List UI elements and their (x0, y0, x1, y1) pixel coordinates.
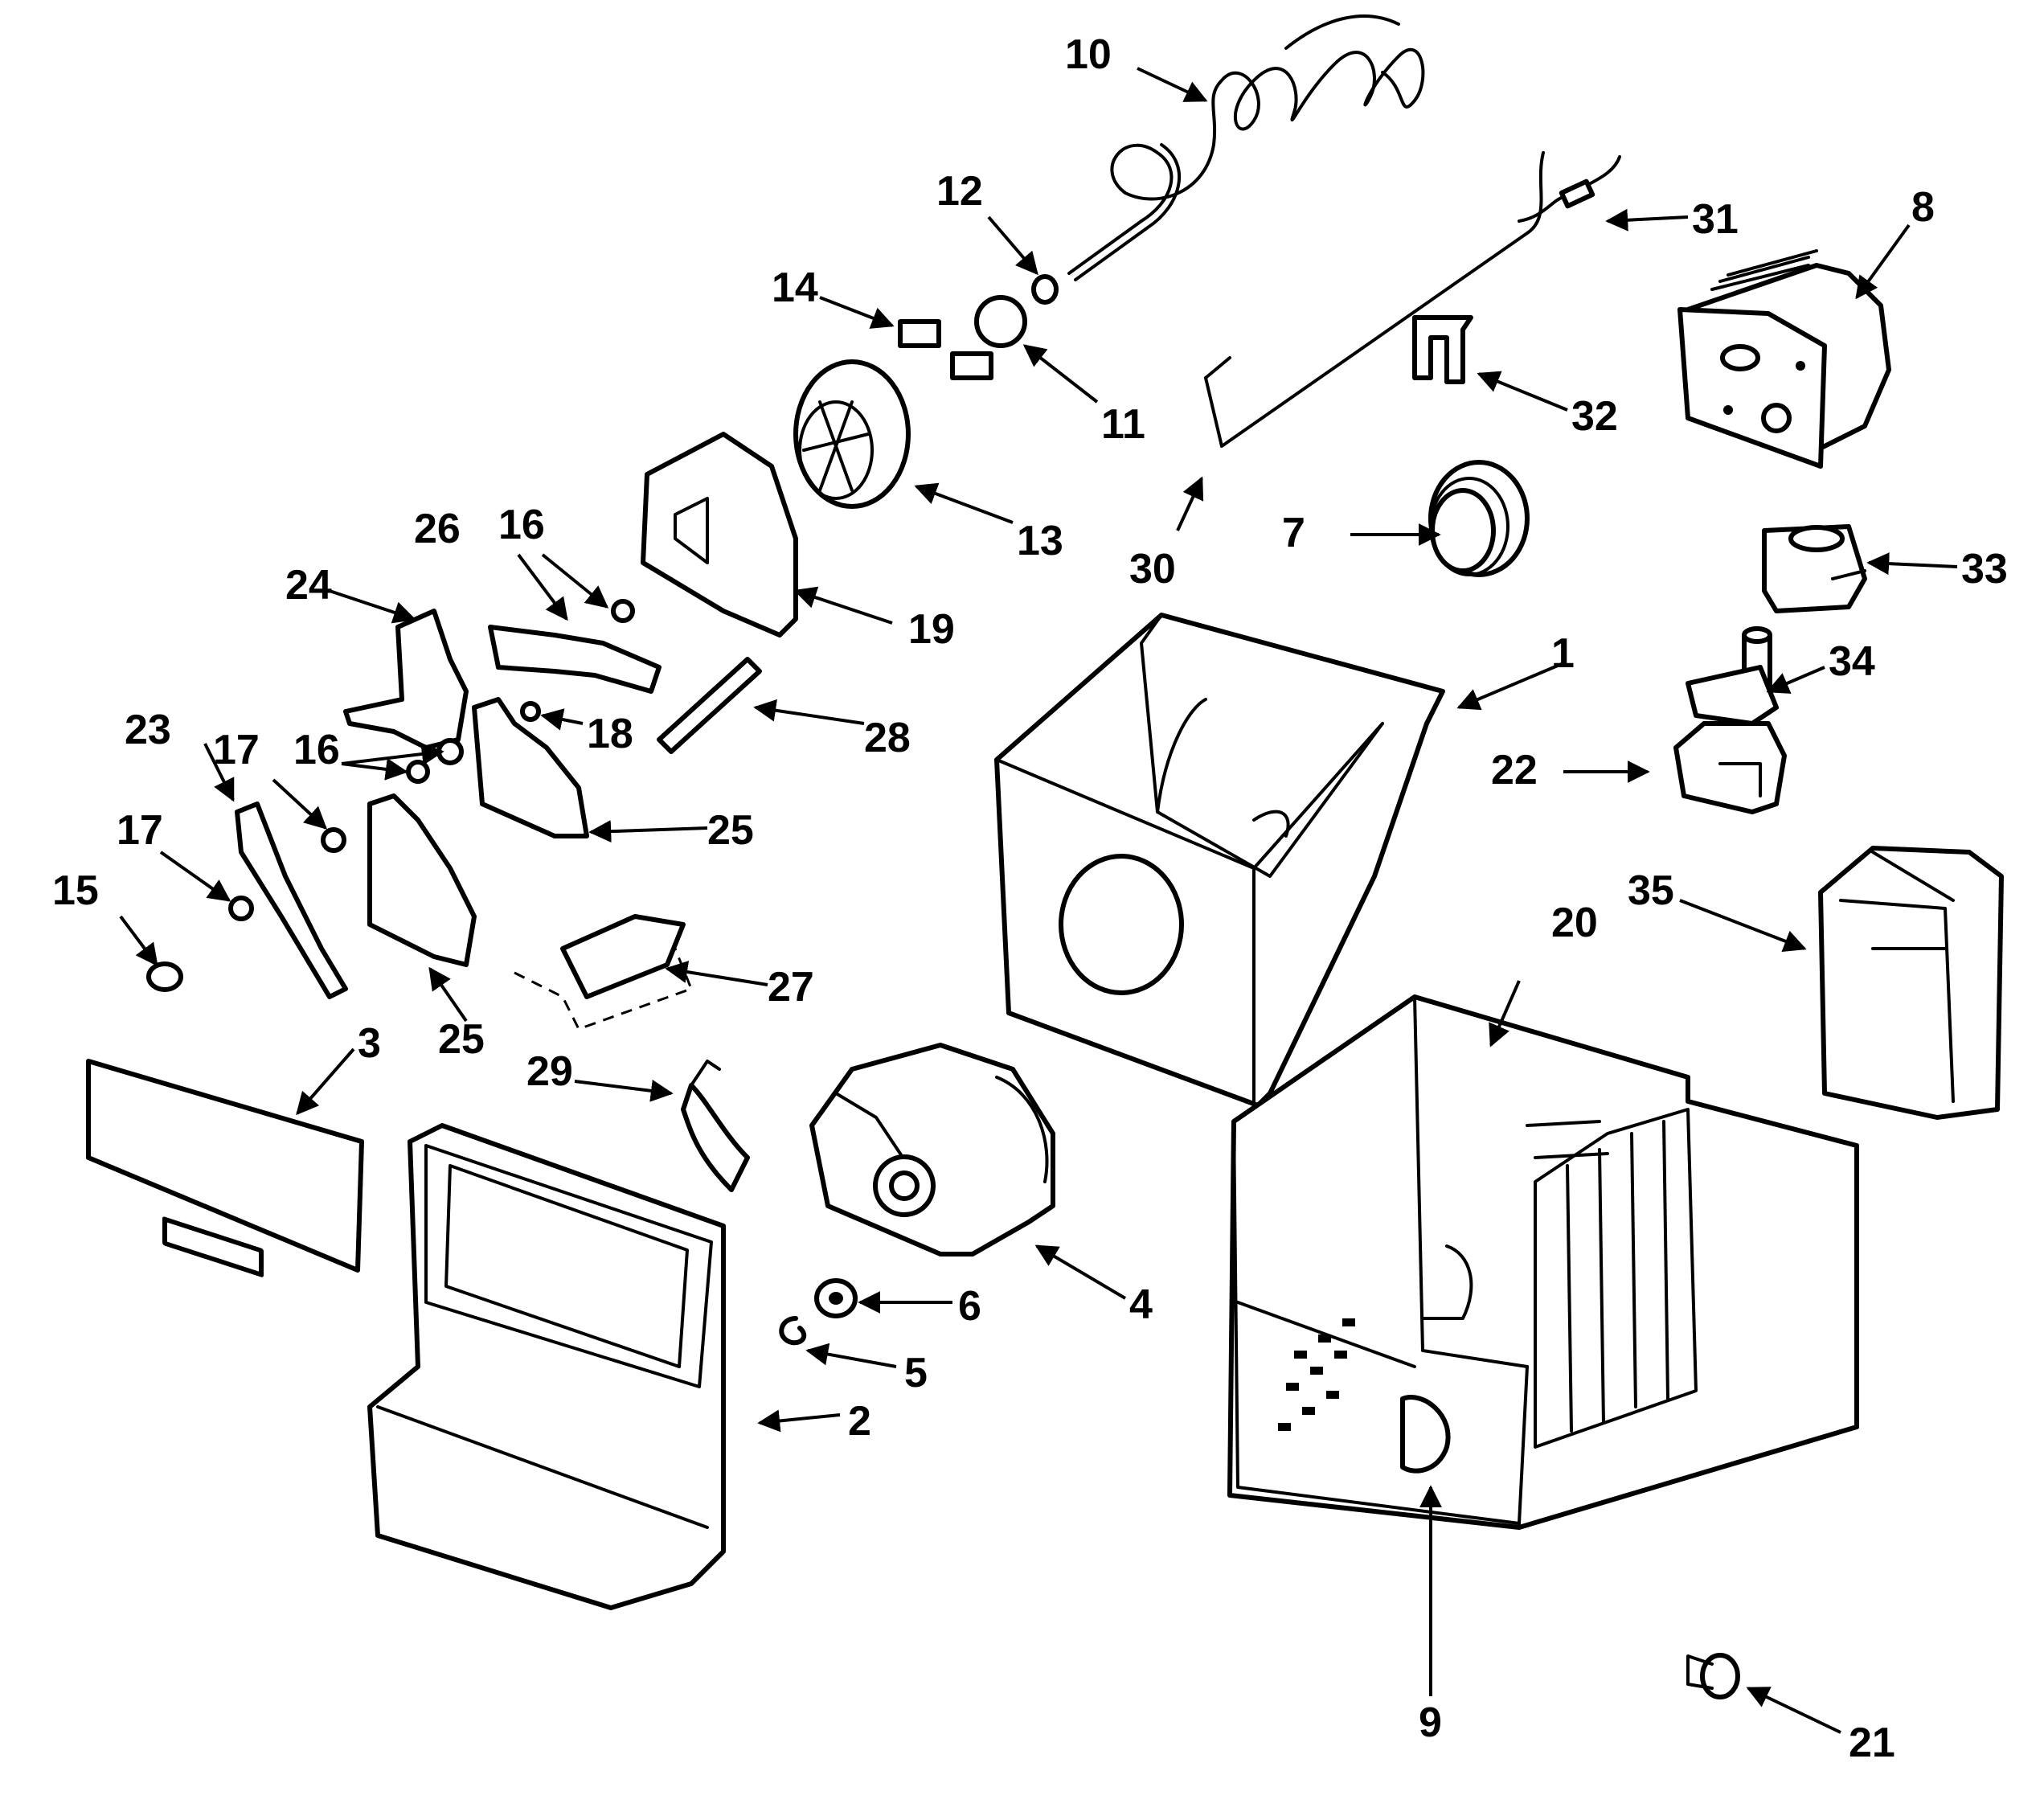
callout-31: 31 (1692, 196, 1739, 243)
part-32-clip (1412, 315, 1473, 384)
part-26-lever (488, 625, 662, 694)
part-4-auger-housing (809, 1043, 1055, 1257)
leader-lines (119, 67, 1958, 1734)
callout-5: 5 (904, 1350, 928, 1396)
callout-28: 28 (864, 715, 911, 761)
part-14-blocks (898, 319, 993, 380)
callout-11: 11 (1101, 401, 1145, 448)
callout-13: 13 (1017, 518, 1063, 564)
part-23-lever (235, 801, 348, 999)
callout-27: 27 (768, 964, 814, 1011)
part-21-screw (1686, 1653, 1740, 1699)
callout-2: 2 (848, 1398, 871, 1445)
part-12-washer (1031, 274, 1059, 305)
part-7-ring (1428, 460, 1530, 577)
callout-15: 15 (52, 867, 99, 914)
callout-29: 29 (526, 1048, 573, 1095)
callout-1: 1 (1551, 630, 1575, 677)
callout-23: 23 (125, 707, 171, 753)
callout-21: 21 (1849, 1720, 1895, 1766)
part-34-switch-actuator (1686, 626, 1779, 726)
callout-32: 32 (1571, 393, 1618, 440)
part-30-wire-arm (1204, 151, 1545, 448)
callout-33: 33 (1961, 546, 2008, 592)
callout-12: 12 (936, 168, 983, 215)
part-11-bushing (974, 295, 1027, 348)
part-8-motor (1677, 249, 1891, 469)
part-25b-lever (367, 793, 477, 967)
part-1-housing (994, 613, 1445, 1108)
part-13-wheel (793, 359, 911, 509)
part-3-panel (86, 1059, 364, 1277)
callout-34: 34 (1829, 638, 1875, 685)
part-10-coil (1067, 14, 1425, 281)
callout-3: 3 (358, 1020, 381, 1067)
part-31-spring (1518, 155, 1621, 223)
callout-9: 9 (1419, 1699, 1442, 1746)
callout-22: 22 (1491, 747, 1538, 793)
part-33-solenoid (1762, 524, 1867, 613)
callout-25b: 25 (438, 1016, 485, 1063)
callout-19: 19 (908, 606, 955, 653)
callout-24: 24 (285, 562, 332, 609)
callout-labels: 1 2 3 4 5 6 7 8 9 10 11 12 13 14 15 16 1… (52, 31, 2008, 1766)
part-35-cover (1818, 846, 2004, 1120)
callout-17b: 17 (117, 807, 163, 854)
part-2-front-housing (367, 1123, 726, 1610)
callout-8: 8 (1911, 184, 1935, 231)
part-28-shaft (657, 657, 762, 754)
callout-10: 10 (1065, 31, 1112, 78)
callout-16a: 16 (498, 502, 545, 548)
part-24-lever (343, 609, 469, 750)
callout-14: 14 (772, 264, 818, 311)
part-27-switch (514, 914, 693, 1031)
callout-35: 35 (1628, 867, 1674, 914)
part-6-washer (814, 1278, 858, 1318)
part-29-bearing (681, 1060, 750, 1192)
part-19-housing (641, 432, 798, 637)
callout-4: 4 (1129, 1281, 1153, 1328)
part-5-clip (779, 1316, 807, 1346)
callout-26: 26 (414, 506, 461, 552)
callout-30: 30 (1129, 546, 1176, 592)
callout-25a: 25 (707, 807, 754, 854)
callout-18: 18 (587, 711, 633, 757)
callout-17a: 17 (213, 727, 260, 773)
callout-6: 6 (958, 1283, 981, 1330)
part-25a-lever (472, 697, 589, 838)
part-22-bracket (1673, 721, 1787, 814)
callout-20: 20 (1551, 900, 1598, 946)
part-20-base-frame (1227, 994, 1859, 1530)
callout-16b: 16 (293, 727, 340, 773)
callout-7: 7 (1282, 510, 1305, 556)
part-9-bracket (1400, 1395, 1451, 1474)
